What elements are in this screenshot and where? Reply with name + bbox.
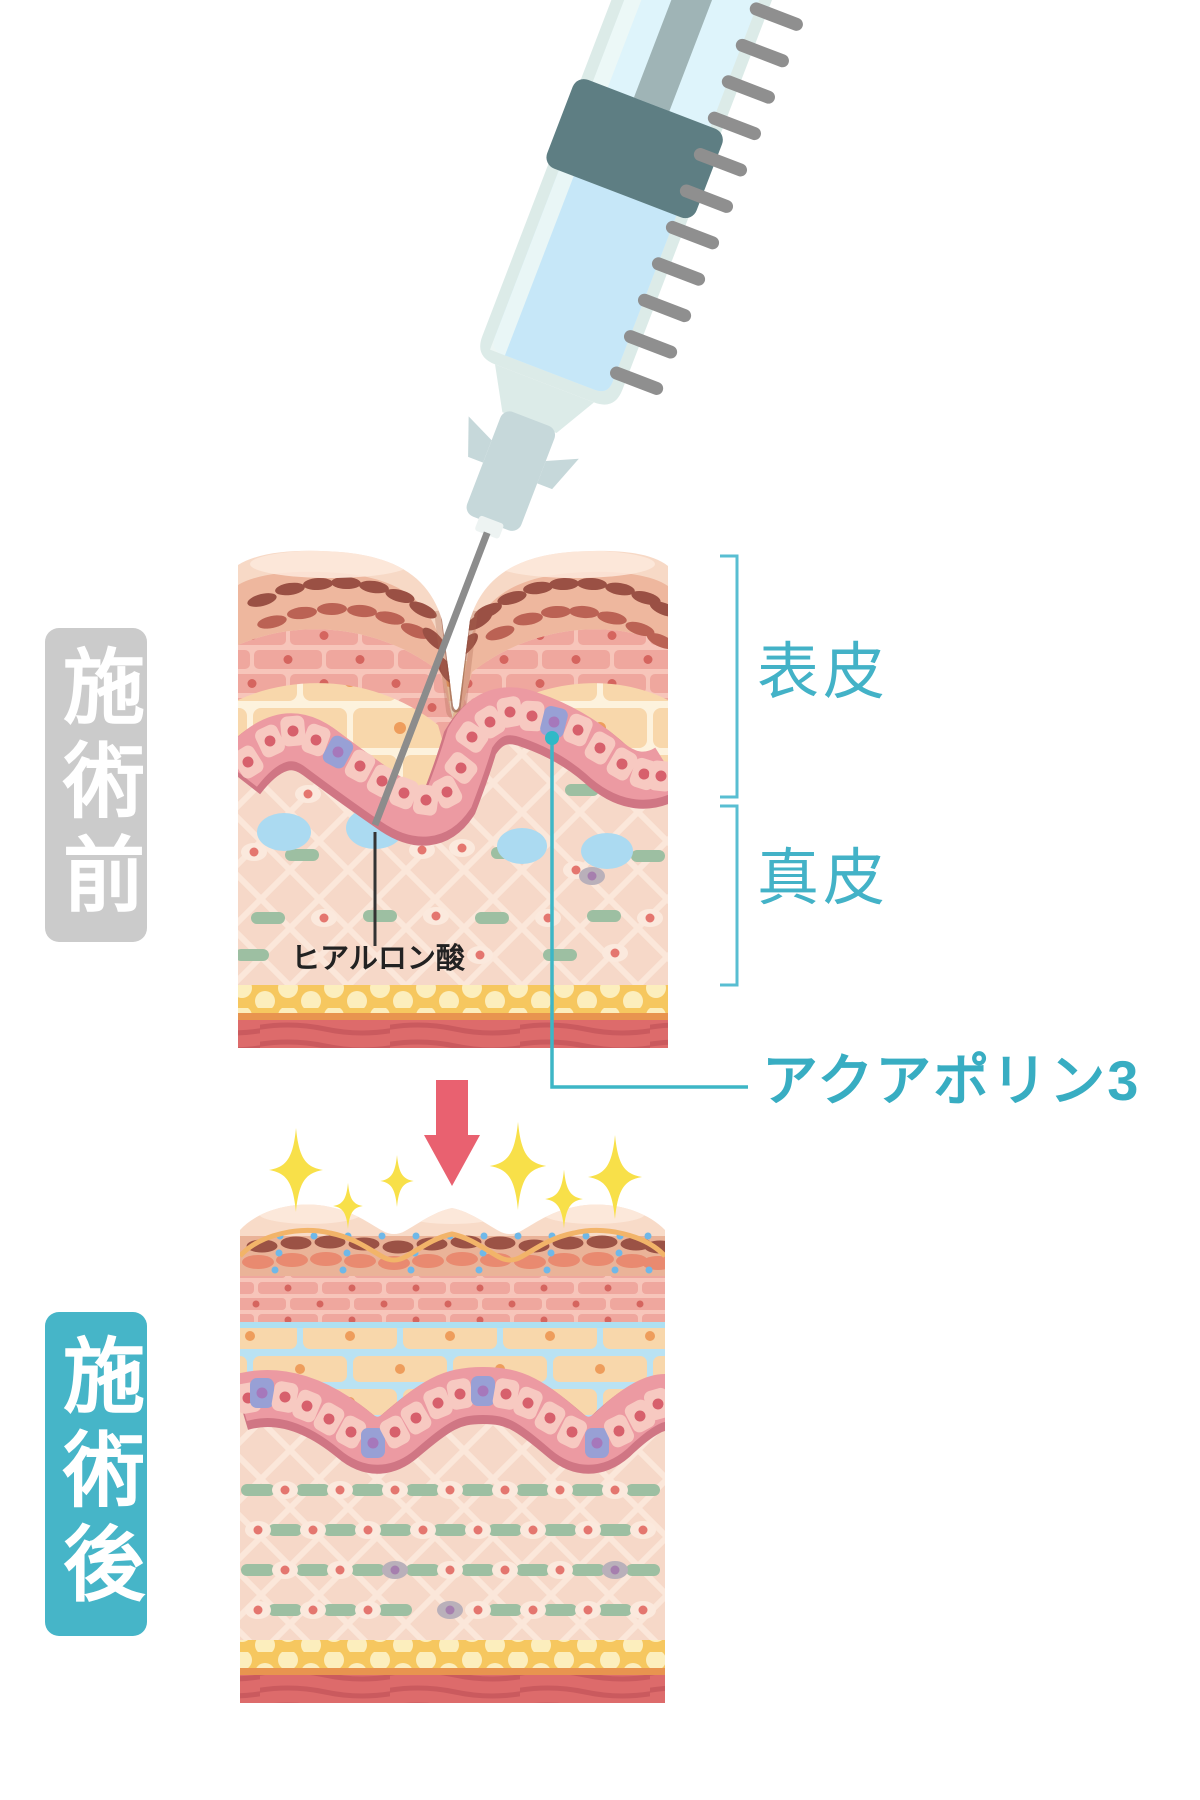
needle-hub bbox=[466, 411, 556, 531]
muscle-layer bbox=[240, 1675, 665, 1703]
aquaporin-cell bbox=[361, 1428, 385, 1458]
before-treatment-badge: 施術前 bbox=[45, 628, 147, 942]
aquaporin-marker-dot bbox=[545, 731, 559, 745]
aquaporin-cell bbox=[585, 1428, 609, 1458]
needle bbox=[371, 531, 491, 827]
dermis-label: 真皮 bbox=[757, 844, 890, 913]
melanin-ovals bbox=[247, 576, 668, 684]
syringe-icon bbox=[371, 0, 892, 827]
hyaluronic-acid-label: ヒアルロン酸 bbox=[291, 943, 465, 975]
aquaporin-cell bbox=[471, 1376, 495, 1406]
dermis-bracket bbox=[720, 804, 739, 987]
hyaluronic-acid-blobs bbox=[257, 807, 633, 869]
muscle-layer bbox=[238, 1020, 668, 1048]
plunger-stopper bbox=[546, 79, 723, 219]
down-arrow-icon bbox=[424, 1080, 480, 1186]
fat-layer bbox=[238, 985, 668, 1013]
aquaporin-cell bbox=[250, 1378, 274, 1408]
epidermis-label: 表皮 bbox=[757, 638, 890, 707]
skin-after-illustration bbox=[240, 1204, 665, 1703]
after-treatment-badge: 施術後 bbox=[45, 1312, 147, 1636]
aquaporin3-label: アクアポリン3 bbox=[762, 1049, 1141, 1112]
epidermis-bracket bbox=[720, 554, 739, 799]
aquaporin-leader-line bbox=[550, 738, 748, 1089]
wrinkle-crease bbox=[434, 608, 478, 720]
fat-layer bbox=[240, 1640, 665, 1668]
hydrated-surface-line bbox=[240, 1228, 665, 1263]
